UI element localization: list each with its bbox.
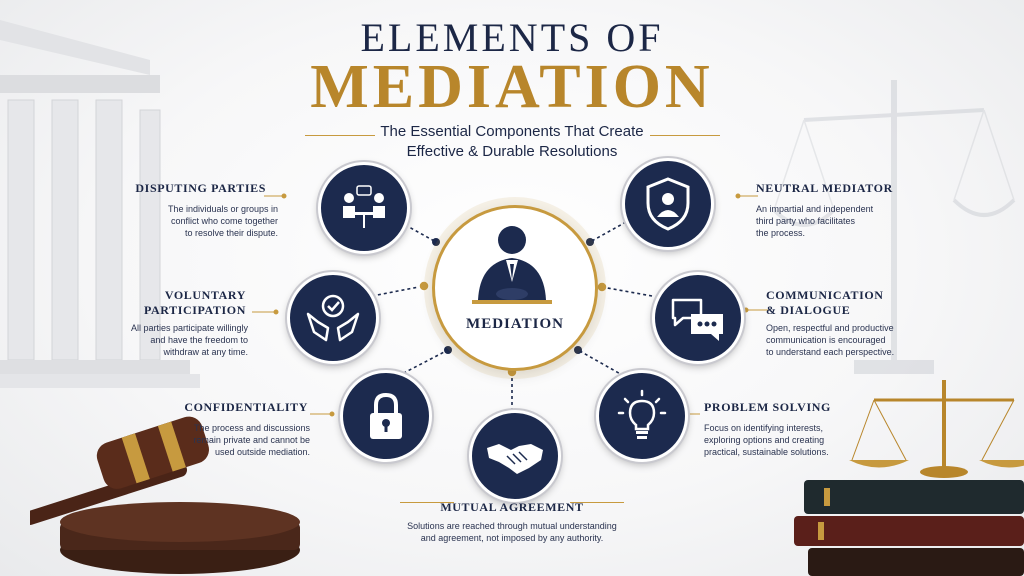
- communication-dialogue-title: COMMUNICATION & DIALOGUE: [766, 288, 926, 318]
- desc-line: An impartial and independent: [756, 204, 874, 214]
- law-books-and-scales-illustration: [794, 380, 1024, 576]
- title-line-2: MEDIATION: [310, 53, 714, 121]
- justice-scales-background: [772, 80, 1016, 374]
- hands-check-icon: [306, 294, 360, 342]
- people-at-table-icon: [343, 185, 385, 228]
- gavel-illustration: [30, 416, 300, 574]
- title-line: & DIALOGUE: [766, 303, 851, 317]
- problem-solving-title: PROBLEM SOLVING: [704, 400, 831, 414]
- disputing-parties-desc: The individuals or groups in conflict wh…: [110, 203, 278, 239]
- voluntary-participation-title: VOLUNTARY PARTICIPATION: [110, 288, 246, 318]
- confidentiality-node: [340, 370, 432, 462]
- center-label: MEDIATION: [466, 316, 564, 332]
- shield-person-icon: [646, 177, 690, 231]
- desc-line: practical, sustainable solutions.: [704, 447, 829, 457]
- mutual-agreement-title: MUTUAL AGREEMENT: [440, 500, 584, 514]
- desc-line: communication is encouraged: [766, 335, 886, 345]
- desc-line: and have the freedom to: [150, 335, 248, 345]
- subtitle-line-2: Effective & Durable Resolutions: [406, 143, 618, 160]
- desc-line: withdraw at any time.: [163, 347, 248, 357]
- padlock-icon: [370, 392, 402, 439]
- desc-line: Focus on identifying interests,: [704, 423, 824, 433]
- agreement-rule-left: [400, 502, 454, 503]
- desc-line: the process.: [756, 228, 806, 238]
- neutral-mediator-title: NEUTRAL MEDIATOR: [756, 181, 893, 195]
- voluntary-participation-node: [287, 272, 379, 364]
- neutral-mediator-node: [622, 158, 714, 250]
- desc-line: Open, respectful and productive: [766, 323, 894, 333]
- mutual-agreement-desc: Solutions are reached through mutual und…: [362, 520, 662, 544]
- subtitle-rule-left: [305, 135, 375, 136]
- title-line-1: ELEMENTS OF: [360, 15, 664, 60]
- desc-line: All parties participate willingly: [130, 323, 248, 333]
- title-line: VOLUNTARY: [164, 288, 246, 302]
- disputing-parties-node: [318, 162, 410, 254]
- agreement-rule-right: [570, 502, 624, 503]
- subtitle-rule-right: [650, 135, 720, 136]
- communication-dialogue-desc: Open, respectful and productive communic…: [766, 322, 946, 358]
- voluntary-participation-desc: All parties participate willingly and ha…: [96, 322, 248, 358]
- lightbulb-icon: [617, 389, 667, 439]
- confidentiality-title: CONFIDENTIALITY: [184, 400, 308, 414]
- title-line: COMMUNICATION: [766, 288, 884, 302]
- courthouse-columns-illustration: [0, 20, 200, 388]
- mutual-agreement-node: [469, 410, 561, 502]
- desc-line: used outside mediation.: [214, 447, 310, 457]
- subtitle-line-1: The Essential Components That Create: [380, 123, 644, 140]
- communication-dialogue-node: [652, 272, 744, 364]
- desc-line: and agreement, not imposed by any author…: [420, 533, 604, 543]
- desc-line: third party who facilitates: [756, 216, 856, 226]
- desc-line: Solutions are reached through mutual und…: [407, 521, 617, 531]
- desc-line: The process and discussions: [193, 423, 310, 433]
- mediator-person-icon: [472, 226, 552, 304]
- desc-line: conflict who come together: [170, 216, 278, 226]
- title-line: PARTICIPATION: [143, 303, 246, 317]
- speech-bubbles-icon: [671, 298, 723, 341]
- disputing-parties-title: DISPUTING PARTIES: [135, 181, 266, 195]
- confidentiality-desc: The process and discussions remain priva…: [150, 422, 310, 458]
- problem-solving-node: [596, 370, 688, 462]
- subtitle: The Essential Components That Create Eff…: [0, 122, 1024, 162]
- desc-line: exploring options and creating: [704, 435, 825, 445]
- neutral-mediator-desc: An impartial and independent third party…: [756, 203, 926, 239]
- handshake-icon: [487, 444, 543, 474]
- desc-line: to understand each perspective.: [766, 347, 895, 357]
- problem-solving-desc: Focus on identifying interests, explorin…: [704, 422, 874, 458]
- desc-line: The individuals or groups in: [167, 204, 278, 214]
- desc-line: remain private and cannot be: [193, 435, 310, 445]
- desc-line: to resolve their dispute.: [184, 228, 278, 238]
